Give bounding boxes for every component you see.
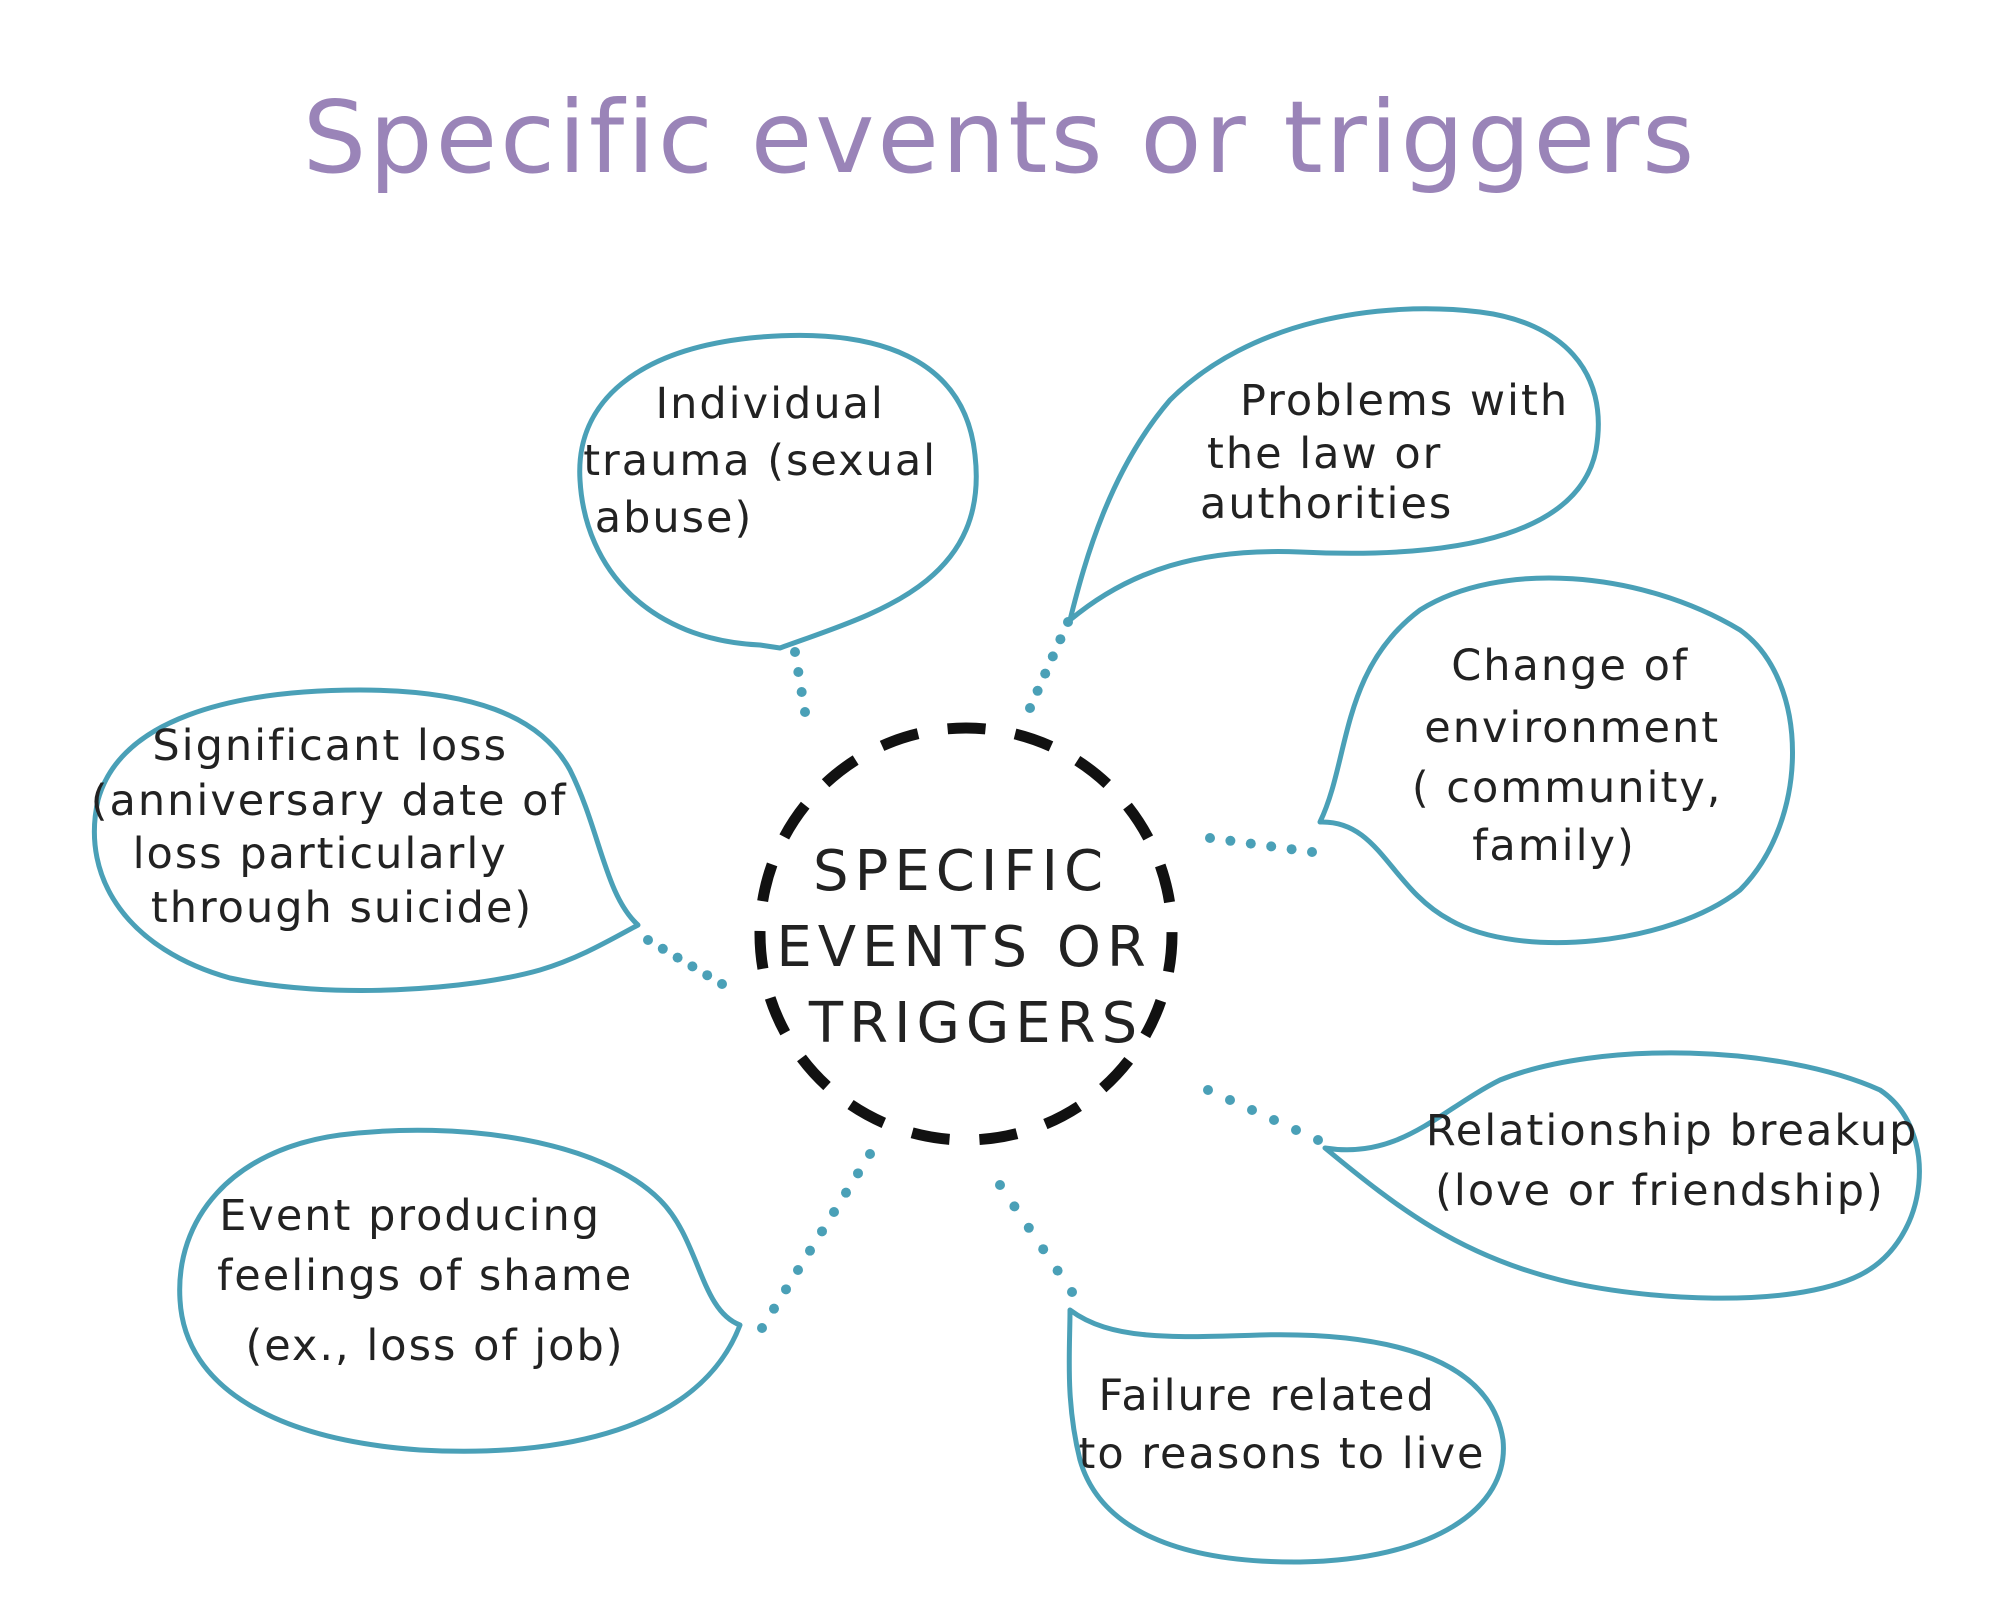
connector-dot [1247, 1105, 1257, 1115]
bubble-label: Relationship breakup (love or friendship… [1426, 1106, 1934, 1216]
bubble-significant-loss: Significant loss (anniversary date of lo… [91, 687, 641, 993]
connector-dot [995, 1180, 1005, 1190]
connector-dot [1038, 1244, 1049, 1255]
connector-dot [1047, 651, 1058, 662]
connector-dot [853, 1168, 863, 1179]
bubble-label-line: the law or [1207, 429, 1442, 479]
connector-dot [1269, 1115, 1279, 1125]
center-node: SPECIFIC EVENTS OR TRIGGERS [754, 722, 1178, 1146]
connector-dot [702, 970, 713, 981]
speech-bubble-outline [1322, 1050, 1922, 1301]
connector-dot [657, 943, 668, 954]
connector-dot [687, 961, 698, 972]
connector-dot [1286, 844, 1297, 855]
connector-dot [800, 707, 810, 717]
bubble-label: Change of environment ( community, famil… [1412, 641, 1738, 871]
connector-dot [1032, 685, 1043, 696]
connector-dot [793, 1265, 803, 1275]
bubble-label-line: family) [1472, 821, 1636, 871]
connector-dots [643, 617, 1323, 1333]
bubble-label-line: ( community, [1412, 763, 1723, 813]
connector-dot [817, 1226, 827, 1237]
connector-dot [643, 935, 653, 945]
bubble-event-producing-shame: Event producing feelings of shame (ex., … [177, 1127, 743, 1454]
connector-dot [1225, 835, 1236, 846]
connector-dot [796, 687, 807, 697]
connector-dot [1266, 841, 1277, 852]
connector-dot [790, 647, 800, 657]
bubble-label: Significant loss (anniversary date of lo… [91, 721, 583, 933]
bubble-label: Individual trauma (sexual abuse) [583, 379, 953, 543]
bubble-label-line: Individual [655, 379, 884, 429]
bubble-label-line: (anniversary date of [91, 776, 568, 826]
speech-bubble-outline [91, 687, 641, 993]
bubble-relationship-breakup: Relationship breakup (love or friendship… [1322, 1050, 1934, 1301]
connector-dot [1023, 1222, 1034, 1233]
bubble-label-line: abuse) [595, 493, 754, 543]
bubble-label-line: Problems with [1240, 376, 1569, 426]
connector-dot [1025, 703, 1035, 713]
connector-dot [1052, 1265, 1063, 1276]
speech-bubble-outline [1067, 306, 1601, 623]
connector-dot [1055, 634, 1066, 645]
bubble-problems-with-law: Problems with the law or authorities [1067, 306, 1601, 623]
bubble-individual-trauma: Individual trauma (sexual abuse) [577, 332, 979, 651]
connector-dot [865, 1149, 875, 1159]
bubble-label-line: feelings of shame [217, 1251, 633, 1301]
bubble-label-line: Failure related [1099, 1371, 1436, 1421]
bubble-label-line: (ex., loss of job) [245, 1321, 624, 1371]
bubble-label-line: Change of [1451, 641, 1689, 691]
connector-dot [672, 952, 683, 963]
connector-dot [1067, 1287, 1077, 1297]
connector-dot [1203, 1085, 1213, 1095]
bubble-label-line: Significant loss [152, 721, 508, 771]
center-label: SPECIFIC EVENTS OR TRIGGERS [776, 839, 1175, 1056]
connector-dot [769, 1303, 779, 1314]
bubble-label: Failure related to reasons to live [1078, 1371, 1485, 1479]
connector-dot [1291, 1125, 1301, 1135]
connector-dot [717, 979, 727, 989]
bubble-label-line: environment [1424, 703, 1720, 753]
center-label-line: EVENTS OR [776, 915, 1152, 980]
connector-dot [1225, 1095, 1235, 1105]
connector-dot [793, 667, 804, 677]
connector-dot [757, 1323, 767, 1333]
connector-dot [1205, 833, 1215, 843]
connector-dot [781, 1284, 791, 1295]
bubble-label-line: authorities [1200, 479, 1453, 529]
center-label-line: TRIGGERS [808, 991, 1143, 1056]
connector-dot [1313, 1135, 1323, 1145]
connector-dot [829, 1207, 839, 1217]
bubble-label-line: to reasons to live [1078, 1429, 1485, 1479]
center-label-line: SPECIFIC [813, 839, 1109, 904]
center-dashed-circle [754, 722, 1178, 1146]
connector-dot [1040, 668, 1051, 679]
connector-dot [1307, 847, 1317, 857]
speech-bubble-outline [577, 332, 979, 651]
speech-bubble-outline [1317, 575, 1795, 946]
bubble-label: Event producing feelings of shame (ex., … [217, 1191, 649, 1371]
bubble-failure-related: Failure related to reasons to live [1066, 1307, 1506, 1565]
speech-bubble-outline [1066, 1307, 1506, 1565]
bubble-label-line: loss particularly [133, 829, 508, 879]
bubble-label-line: Relationship breakup [1426, 1106, 1919, 1156]
bubble-label-line: trauma (sexual [583, 436, 937, 486]
bubble-label-line: through suicide) [151, 883, 533, 933]
connector-dot [1245, 838, 1256, 849]
speech-bubble-outline [177, 1127, 743, 1454]
bubble-change-of-environment: Change of environment ( community, famil… [1317, 575, 1795, 946]
connector-dot [805, 1245, 815, 1256]
connector-dot [1009, 1201, 1020, 1212]
bubble-label: Problems with the law or authorities [1200, 376, 1585, 529]
connector-dot [841, 1187, 851, 1198]
diagram-title: Specific events or triggers [303, 79, 1698, 196]
bubble-label-line: (love or friendship) [1435, 1166, 1885, 1216]
bubble-label-line: Event producing [219, 1191, 601, 1241]
